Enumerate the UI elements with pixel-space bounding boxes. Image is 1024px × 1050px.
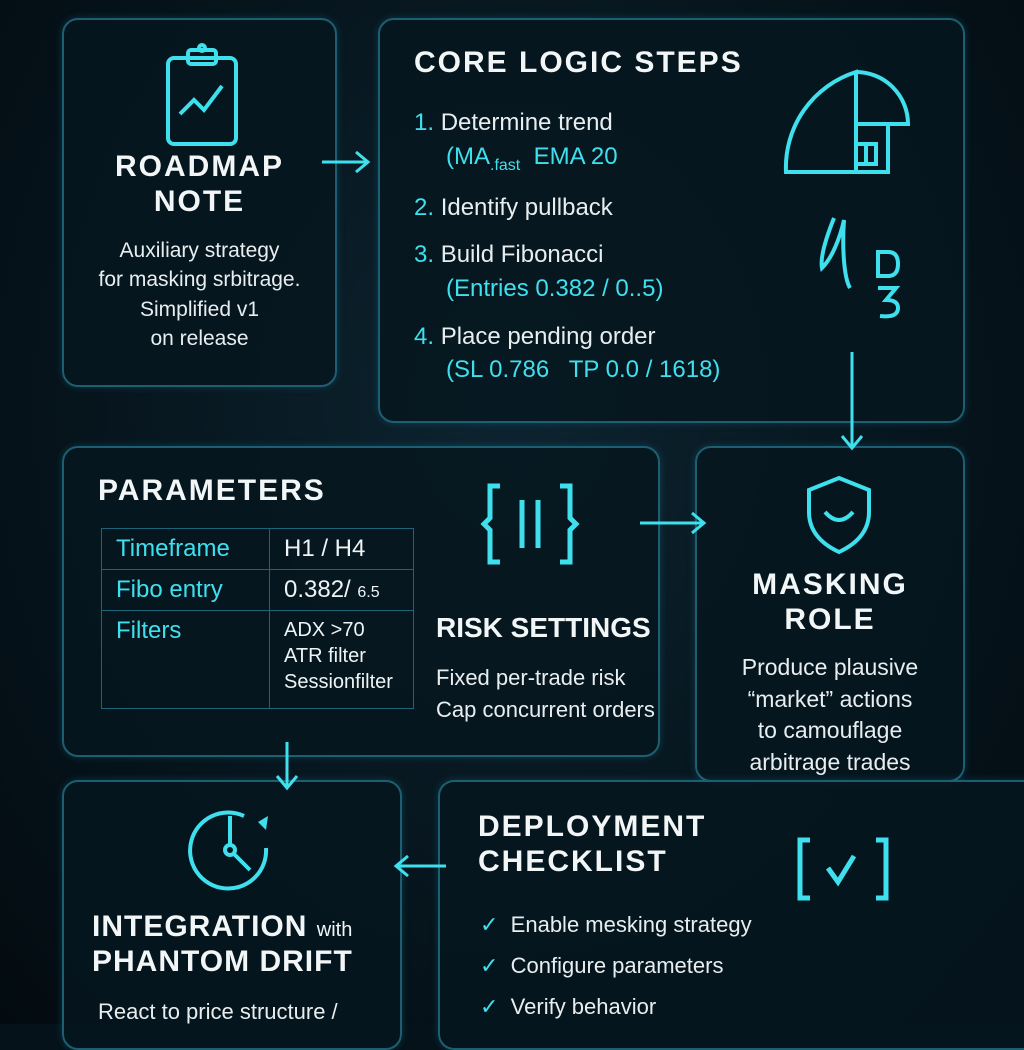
param-key: Timeframe: [101, 528, 270, 570]
check-icon: ✓: [480, 994, 499, 1019]
integration-title-line2: PHANTOM DRIFT: [92, 944, 353, 978]
integration-line: React to price structure /: [98, 999, 338, 1024]
masking-line: arbitrage trades: [749, 749, 911, 776]
core-logic-card: CORE LOGIC STEPS 1. Determine trend (MA.…: [378, 18, 965, 423]
integration-title-line1: INTEGRATION with: [92, 910, 353, 943]
risk-settings-title: RISK SETTINGS: [436, 612, 651, 643]
roadmap-note-card: ROADMAP NOTE Auxiliary strategy for mask…: [62, 18, 337, 387]
step-1: 1. Determine trend: [414, 109, 613, 136]
roadmap-title-line1: ROADMAP: [115, 150, 284, 183]
integration-card: INTEGRATION with PHANTOM DRIFT React to …: [62, 780, 402, 1050]
clipboard-chart-icon: [166, 43, 238, 146]
fibonacci-spiral-icon: [783, 69, 911, 174]
roadmap-line: for masking srbitrage.: [98, 268, 301, 292]
step-3-detail: (Entries 0.382 / 0..5): [446, 274, 664, 302]
flow-arrows: [275, 150, 864, 878]
masking-title-line1: MASKING: [752, 568, 908, 601]
roadmap-title-line2: NOTE: [153, 184, 246, 218]
arrow-deployment-to-integration: [393, 854, 446, 878]
roadmap-line: Auxiliary strategy: [119, 239, 280, 262]
masking-role-card: MASKING ROLE Produce plausive “market” a…: [695, 446, 965, 782]
masking-line: Produce plausive: [741, 654, 919, 680]
arrow-parameters-to-integration: [275, 742, 299, 791]
arrow-core-to-masking: [840, 352, 864, 451]
shield-icon: [807, 475, 871, 555]
risk-line: Cap concurrent orders: [436, 696, 655, 722]
step-4: 4. Place pending order: [414, 322, 656, 350]
checklist-item: ✓ Configure parameters: [480, 953, 724, 978]
check-icon: ✓: [480, 953, 499, 978]
deployment-title-line2: CHECKLIST: [478, 844, 668, 878]
param-value: 0.382/ 6.5: [269, 569, 414, 611]
param-key: Filters: [101, 610, 270, 709]
checkbox-icon: [797, 837, 889, 901]
core-logic-title: CORE LOGIC STEPS: [414, 46, 743, 79]
arrow-roadmap-to-core: [322, 150, 371, 174]
code-braces-icon: [480, 483, 580, 565]
masking-line: “market” actions: [747, 685, 913, 712]
risk-line: Fixed per-trade risk: [436, 665, 626, 690]
checklist-item: ✓ Enable mesking strategy: [480, 912, 752, 937]
masking-line: to camouflage: [757, 717, 903, 744]
checklist-item: ✓ Verify behavior: [480, 994, 657, 1019]
step-3: 3. Build Fibonacci: [414, 241, 604, 269]
fib-glyph-icon: [819, 217, 901, 319]
param-key: Fibo entry: [101, 569, 270, 611]
step-1-detail: (MA.fast EMA 20: [446, 142, 618, 174]
check-icon: ✓: [480, 912, 499, 937]
roadmap-line: Simplified v1: [139, 297, 260, 321]
deployment-checklist-card: DEPLOYMENT CHECKLIST ✓ Enable mesking st…: [438, 780, 1024, 1050]
masking-title-line2: ROLE: [784, 602, 876, 636]
arrow-parameters-to-masking: [640, 511, 707, 535]
step-4-detail: (SL 0.786 TP 0.0 / 1618): [446, 356, 721, 384]
roadmap-line: on release: [150, 327, 249, 351]
clock-refresh-icon: [188, 810, 269, 891]
parameters-title: PARAMETERS: [98, 474, 326, 507]
deployment-title-line1: DEPLOYMENT: [478, 810, 707, 843]
step-2: 2. Identify pullback: [414, 193, 613, 221]
